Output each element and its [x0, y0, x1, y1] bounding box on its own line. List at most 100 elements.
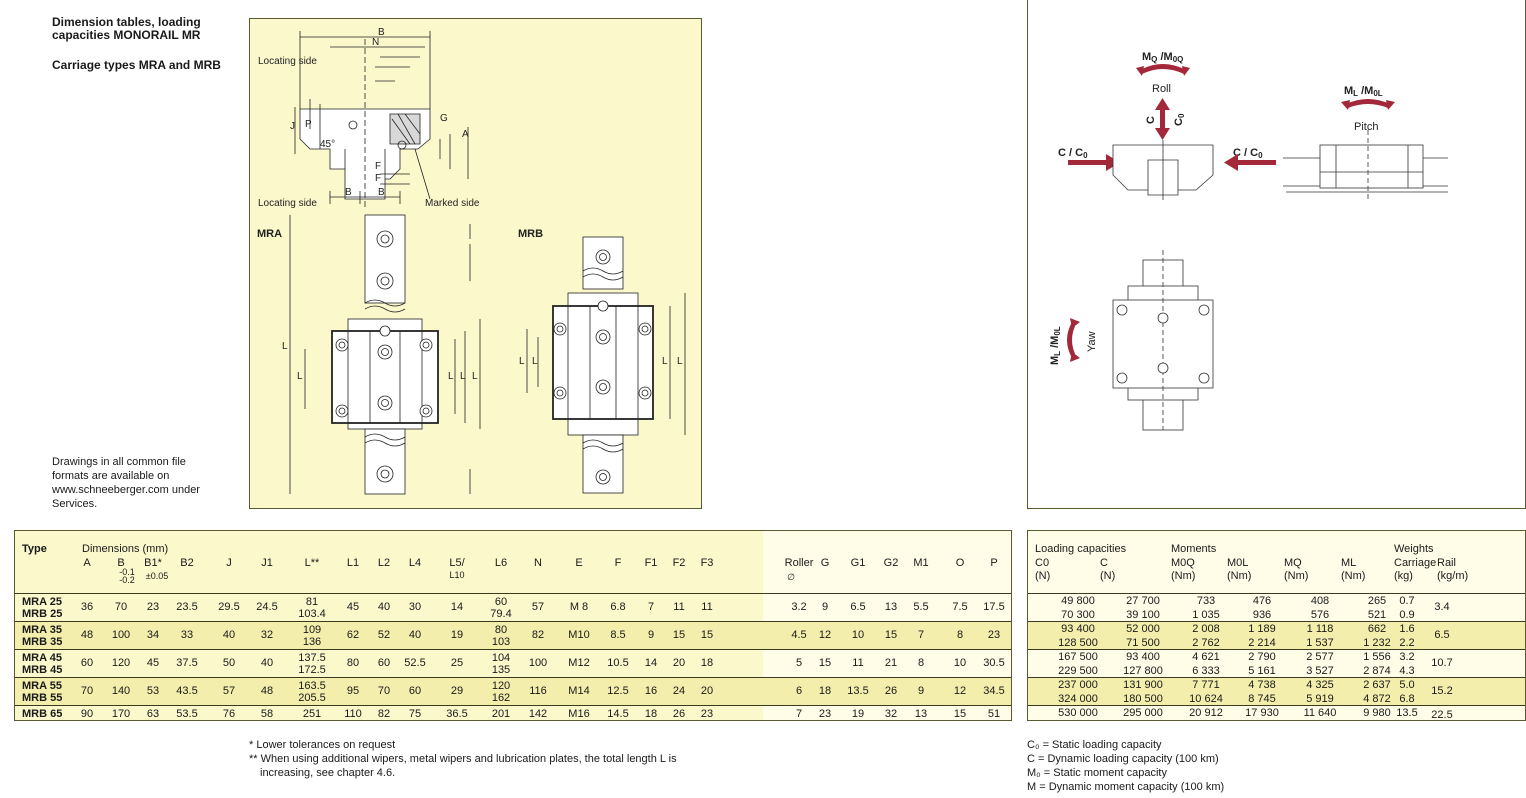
type-cell: MRB 25 — [22, 608, 63, 620]
legend: C₀ = Static loading capacity C = Dynamic… — [1027, 739, 1225, 793]
cell-b: 140 — [111, 685, 131, 697]
cell-l2: 40 — [377, 601, 391, 613]
capacity-cell-mq: 2 577 — [1306, 651, 1334, 663]
cell-l5: 36.5 — [446, 708, 468, 720]
cell-g1: 19 — [851, 708, 865, 720]
capacity-cell-m0q: 10 624 — [1189, 693, 1223, 705]
capacity-col-unit: (kg) — [1394, 570, 1413, 582]
capacity-cell-mq: 408 — [1310, 595, 1330, 607]
cell-l: 137.5 — [298, 652, 326, 664]
svg-text:MQ /M0Q: MQ /M0Q — [1142, 51, 1183, 64]
capacity-cell-m0l: 2 790 — [1248, 651, 1276, 663]
capacity-col-header: Rail — [1437, 557, 1456, 569]
cell-l6: 60 — [494, 596, 508, 608]
capacity-cell-m0q: 2 762 — [1192, 637, 1220, 649]
capacity-col-header: C — [1100, 557, 1108, 569]
svg-text:B: B — [345, 187, 352, 198]
cell-roller: 5 — [795, 657, 803, 669]
svg-text:ML /M0L: ML /M0L — [1344, 85, 1383, 98]
cell-f: 6.8 — [610, 601, 626, 613]
capacity-cell-carriage: 0.7 — [1399, 595, 1415, 607]
cell-f1: 7 — [647, 601, 655, 613]
col-header-l1: L1 — [346, 557, 360, 569]
cell-f3: 18 — [700, 657, 714, 669]
cell-l: 81 — [305, 596, 319, 608]
svg-text:P: P — [305, 119, 312, 130]
cell-f1: 14 — [644, 657, 658, 669]
capacity-cell-carriage: 1.6 — [1399, 623, 1415, 635]
col-header-j: J — [226, 557, 232, 569]
svg-text:L: L — [460, 371, 466, 382]
cell-l: 103.4 — [298, 608, 326, 620]
capacity-cell-c0: 167 500 — [1058, 651, 1098, 663]
capacity-table: Loading capacities Moments Weights C0(N)… — [1027, 530, 1526, 721]
col-header-g1: G1 — [850, 557, 866, 569]
load-direction-panel: MQ /M0Q Roll C / C0 C / C0 ML /M0L Pitch… — [1027, 0, 1526, 509]
cell-g: 15 — [818, 657, 832, 669]
capacity-cell-c: 131 900 — [1123, 679, 1163, 691]
svg-text:45°: 45° — [320, 139, 335, 150]
col-header-b2: B2 — [180, 557, 194, 569]
cell-b2: 43.5 — [176, 685, 198, 697]
cell-l1: 62 — [346, 629, 360, 641]
capacity-cell-c0: 49 800 — [1061, 595, 1095, 607]
cell-p: 17.5 — [983, 601, 1005, 613]
capacity-cell-mq: 1 118 — [1306, 623, 1334, 635]
cell-m1: 9 — [917, 685, 925, 697]
cell-a: 70 — [80, 685, 94, 697]
cell-l4: 60 — [408, 685, 422, 697]
cell-b1: 34 — [146, 629, 160, 641]
cell-g: 9 — [821, 601, 829, 613]
page-title: Dimension tables, loading capacities MON… — [52, 15, 201, 42]
capacity-cell-c0: 237 000 — [1058, 679, 1098, 691]
cell-e: M 8 — [569, 601, 589, 613]
type-cell: MRB 55 — [22, 692, 63, 704]
svg-text:G: G — [440, 113, 448, 124]
capacity-cell-ml: 1 556 — [1363, 651, 1391, 663]
cell-l6: 135 — [491, 664, 511, 676]
cell-j: 29.5 — [218, 601, 240, 613]
cell-m1: 13 — [914, 708, 928, 720]
type-cell: MRB 65 — [22, 708, 63, 720]
cell-p: 23 — [987, 629, 1001, 641]
capacity-cell-c: 295 000 — [1123, 707, 1163, 719]
type-cell: MRB 45 — [22, 664, 63, 676]
cell-f1: 18 — [644, 708, 658, 720]
capacity-col-unit: (kg/m) — [1437, 570, 1469, 582]
cell-e: M16 — [568, 708, 590, 720]
moments-header: Moments — [1171, 543, 1217, 555]
cell-e: M14 — [568, 685, 590, 697]
cell-g1: 6.5 — [850, 601, 866, 613]
capacity-col-unit: (N) — [1100, 570, 1116, 582]
cell-f: 8.5 — [610, 629, 626, 641]
cell-f2: 24 — [672, 685, 686, 697]
col-header-f1: F1 — [644, 557, 658, 569]
cell-g2: 21 — [884, 657, 898, 669]
svg-text:A: A — [462, 129, 469, 140]
capacity-cell-m0q: 20 912 — [1189, 707, 1223, 719]
capacity-cell-m0q: 7 771 — [1192, 679, 1220, 691]
cell-l5: 19 — [450, 629, 464, 641]
capacity-col-header: ML — [1341, 557, 1357, 569]
cell-b: 120 — [111, 657, 131, 669]
col-header-p: P — [990, 557, 998, 569]
cell-f3: 20 — [700, 685, 714, 697]
col-header-f2: F2 — [672, 557, 686, 569]
technical-drawing-panel: B N Locating side Locating side Marked s… — [249, 18, 702, 509]
cell-o: 10 — [953, 657, 967, 669]
svg-text:C / C0: C / C0 — [1058, 147, 1088, 160]
col-header-l: L** — [304, 557, 320, 569]
capacity-cell-c0: 324 000 — [1058, 693, 1098, 705]
cell-n: 142 — [528, 708, 548, 720]
cell-f2: 20 — [672, 657, 686, 669]
col-header-a: A — [83, 557, 91, 569]
col-header-l2: L2 — [377, 557, 391, 569]
cell-f: 12.5 — [607, 685, 629, 697]
capacity-cell-mq: 3 527 — [1306, 665, 1334, 677]
cell-m1: 5.5 — [913, 601, 929, 613]
cell-b: 170 — [111, 708, 131, 720]
capacity-col-header: C0 — [1035, 557, 1050, 569]
capacity-cell-c0: 229 500 — [1058, 665, 1098, 677]
cell-l6: 162 — [491, 692, 511, 704]
